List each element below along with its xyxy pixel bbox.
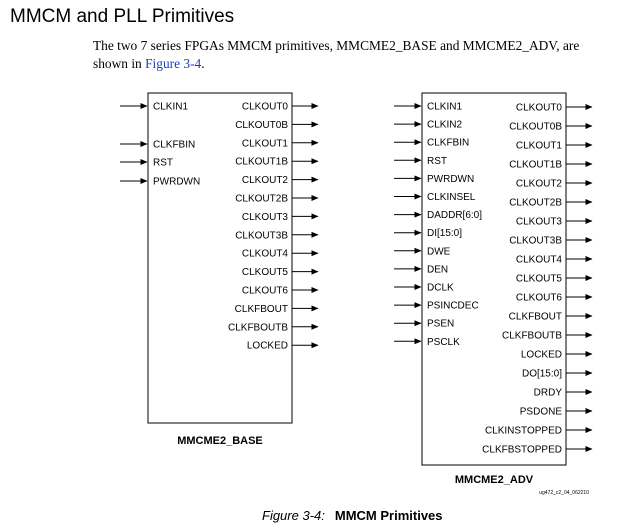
input-pin-dwe: DWE — [427, 246, 451, 257]
output-pin-clkout5: CLKOUT5 — [242, 267, 289, 278]
output-pin-clkfbstopped: CLKFBSTOPPED — [482, 445, 562, 456]
figure-title: MMCM Primitives — [334, 508, 443, 523]
input-pin-dclk: DCLK — [427, 283, 454, 294]
input-pin-clkfbin: CLKFBIN — [153, 140, 195, 151]
output-pin-clkout5: CLKOUT5 — [516, 274, 563, 285]
input-pin-daddr-6-0: DADDR[6:0] — [427, 210, 482, 221]
output-pin-clkout3b: CLKOUT3B — [235, 230, 288, 241]
block-name: MMCME2_BASE — [177, 435, 263, 447]
output-pin-clkfboutb: CLKFBOUTB — [228, 322, 288, 333]
input-pin-clkinsel: CLKINSEL — [427, 192, 476, 203]
output-pin-clkinstopped: CLKINSTOPPED — [485, 426, 562, 437]
input-pin-clkin2: CLKIN2 — [427, 120, 462, 131]
output-pin-clkout1b: CLKOUT1B — [509, 160, 562, 171]
input-pin-clkfbin: CLKFBIN — [427, 138, 469, 149]
output-pin-clkout0b: CLKOUT0B — [235, 120, 288, 131]
output-pin-clkout1b: CLKOUT1B — [235, 157, 288, 168]
block-name: MMCME2_ADV — [455, 474, 534, 486]
block-outline — [147, 92, 293, 424]
input-pin-psen: PSEN — [427, 319, 454, 330]
output-pin-clkfboutb: CLKFBOUTB — [502, 331, 562, 342]
output-pin-clkout1: CLKOUT1 — [242, 138, 289, 149]
output-pin-drdy: DRDY — [534, 388, 563, 399]
block-outline — [421, 92, 567, 466]
output-pin-clkout4: CLKOUT4 — [516, 255, 563, 266]
figure-link[interactable]: Figure 3-4 — [145, 56, 202, 71]
paragraph-text: The two 7 series FPGAs MMCM primitives, … — [93, 38, 580, 71]
paragraph-end: . — [201, 56, 205, 71]
intro-paragraph: The two 7 series FPGAs MMCM primitives, … — [93, 37, 613, 73]
input-pin-clkin1: CLKIN1 — [427, 102, 462, 113]
output-pin-clkout3: CLKOUT3 — [242, 212, 289, 223]
input-pin-rst: RST — [153, 158, 173, 169]
section-heading: MMCM and PLL Primitives — [10, 6, 235, 27]
output-pin-locked: LOCKED — [521, 350, 562, 361]
output-pin-clkout3: CLKOUT3 — [516, 217, 563, 228]
output-pin-clkout3b: CLKOUT3B — [509, 236, 562, 247]
output-pin-clkout2: CLKOUT2 — [242, 175, 289, 186]
input-pin-den: DEN — [427, 264, 448, 275]
figure-number: Figure 3-4: — [262, 508, 325, 523]
input-pin-pwrdwn: PWRDWN — [153, 177, 200, 188]
output-pin-do-15-0: DO[15:0] — [522, 369, 562, 380]
output-pin-clkout2b: CLKOUT2B — [509, 198, 562, 209]
figure-id-tag: ug472_c2_04_062210 — [539, 490, 589, 496]
figure-caption: Figure 3-4: MMCM Primitives — [262, 508, 443, 523]
output-pin-clkout6: CLKOUT6 — [242, 286, 289, 297]
input-pin-rst: RST — [427, 156, 447, 167]
output-pin-clkout0b: CLKOUT0B — [509, 122, 562, 133]
output-pin-clkout6: CLKOUT6 — [516, 293, 563, 304]
output-pin-clkfbout: CLKFBOUT — [509, 312, 562, 323]
input-pin-pwrdwn: PWRDWN — [427, 174, 474, 185]
output-pin-psdone: PSDONE — [520, 407, 563, 418]
input-pin-psclk: PSCLK — [427, 337, 460, 348]
output-pin-clkout2: CLKOUT2 — [516, 179, 563, 190]
output-pin-clkout0: CLKOUT0 — [516, 103, 563, 114]
output-pin-clkout2b: CLKOUT2B — [235, 194, 288, 205]
input-pin-clkin1: CLKIN1 — [153, 102, 188, 113]
output-pin-locked: LOCKED — [247, 341, 288, 352]
output-pin-clkout0: CLKOUT0 — [242, 102, 289, 113]
output-pin-clkout1: CLKOUT1 — [516, 141, 563, 152]
input-pin-psincdec: PSINCDEC — [427, 301, 479, 312]
output-pin-clkfbout: CLKFBOUT — [235, 304, 288, 315]
input-pin-di-15-0: DI[15:0] — [427, 228, 462, 239]
output-pin-clkout4: CLKOUT4 — [242, 249, 289, 260]
